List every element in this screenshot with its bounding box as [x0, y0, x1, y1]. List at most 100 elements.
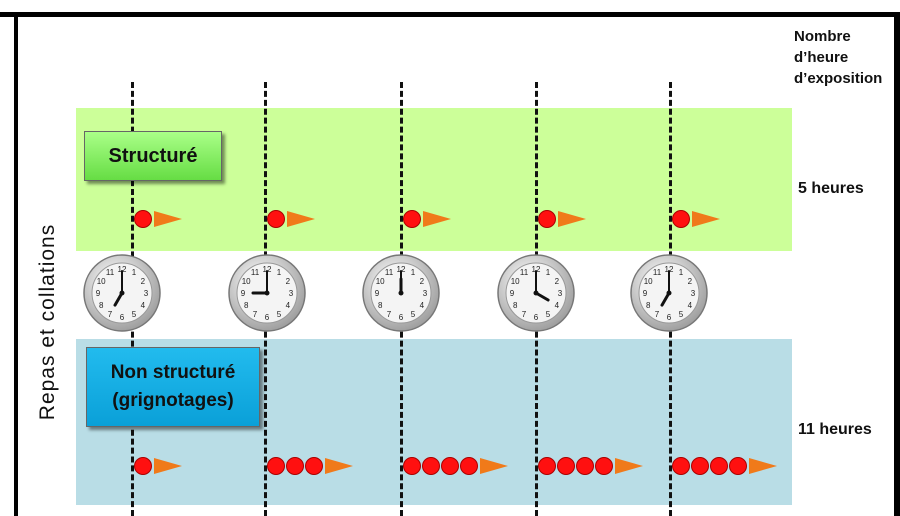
svg-text:12: 12: [118, 265, 127, 274]
svg-text:9: 9: [241, 289, 246, 298]
exposure-arrow: [325, 458, 353, 474]
meal-dot: [403, 457, 421, 475]
exposure-header: Nombre d’heure d’exposition: [794, 26, 898, 89]
meal-dot: [267, 457, 285, 475]
svg-text:10: 10: [644, 277, 653, 286]
unstructured-exposure-marker: [672, 457, 777, 475]
meal-dot: [538, 210, 556, 228]
exposure-arrow: [287, 211, 315, 227]
svg-text:4: 4: [688, 301, 693, 310]
svg-text:3: 3: [423, 289, 428, 298]
meal-dot: [403, 210, 421, 228]
exposure-arrow: [558, 211, 586, 227]
svg-text:6: 6: [667, 313, 672, 322]
svg-text:10: 10: [242, 277, 251, 286]
unstructured-exposure-marker: [403, 457, 508, 475]
svg-text:1: 1: [277, 268, 282, 277]
meal-dot: [267, 210, 285, 228]
svg-text:2: 2: [420, 277, 425, 286]
svg-text:11: 11: [251, 268, 260, 277]
svg-text:10: 10: [511, 277, 520, 286]
svg-text:2: 2: [141, 277, 146, 286]
meal-dot: [305, 457, 323, 475]
meal-dot: [422, 457, 440, 475]
svg-text:9: 9: [96, 289, 101, 298]
svg-text:12: 12: [263, 265, 272, 274]
meal-dot: [460, 457, 478, 475]
meal-dot: [672, 210, 690, 228]
meal-dot: [595, 457, 613, 475]
svg-text:4: 4: [555, 301, 560, 310]
svg-text:10: 10: [97, 277, 106, 286]
svg-text:12: 12: [397, 265, 406, 274]
unstructured-label-line: (grignotages): [112, 390, 234, 411]
svg-text:5: 5: [546, 310, 551, 319]
exposure-arrow: [749, 458, 777, 474]
exposure-arrow: [423, 211, 451, 227]
exposure-header-line: d’exposition: [794, 70, 883, 87]
svg-text:1: 1: [546, 268, 551, 277]
structured-exposure-marker: [134, 210, 182, 228]
svg-text:2: 2: [688, 277, 693, 286]
svg-text:12: 12: [665, 265, 674, 274]
unstructured-exposure-marker: [134, 457, 182, 475]
svg-text:5: 5: [679, 310, 684, 319]
unstructured-hours: 11 heures: [798, 421, 872, 438]
meal-dot: [286, 457, 304, 475]
meal-dot: [538, 457, 556, 475]
svg-text:1: 1: [411, 268, 416, 277]
exposure-arrow: [154, 211, 182, 227]
meals-axis-label: Repas et collations: [36, 223, 59, 421]
svg-text:5: 5: [132, 310, 137, 319]
svg-text:8: 8: [646, 301, 651, 310]
frame-left-border: [14, 12, 18, 516]
exposure-arrow: [692, 211, 720, 227]
svg-text:7: 7: [253, 310, 258, 319]
frame-top-border: [0, 12, 900, 17]
unstructured-label: Non structuré (grignotages): [86, 347, 260, 427]
svg-text:3: 3: [144, 289, 149, 298]
meal-dot: [672, 457, 690, 475]
svg-text:7: 7: [108, 310, 113, 319]
structured-label-text: Structuré: [108, 144, 198, 167]
svg-text:4: 4: [141, 301, 146, 310]
svg-text:6: 6: [265, 313, 270, 322]
svg-text:6: 6: [534, 313, 539, 322]
svg-text:6: 6: [399, 313, 404, 322]
unstructured-label-line: Non structuré: [110, 362, 236, 383]
meal-dot: [691, 457, 709, 475]
svg-text:11: 11: [520, 268, 529, 277]
svg-text:4: 4: [286, 301, 291, 310]
meal-dot: [134, 457, 152, 475]
structured-label: Structuré: [84, 131, 222, 181]
svg-text:2: 2: [286, 277, 291, 286]
svg-text:9: 9: [510, 289, 515, 298]
meal-dot: [576, 457, 594, 475]
structured-exposure-marker: [403, 210, 451, 228]
svg-text:11: 11: [106, 268, 115, 277]
meal-dot: [729, 457, 747, 475]
svg-text:7: 7: [655, 310, 660, 319]
svg-text:10: 10: [376, 277, 385, 286]
meal-dot: [557, 457, 575, 475]
svg-text:8: 8: [244, 301, 249, 310]
svg-text:11: 11: [653, 268, 662, 277]
svg-text:8: 8: [378, 301, 383, 310]
structured-exposure-marker: [267, 210, 315, 228]
svg-text:8: 8: [513, 301, 518, 310]
svg-text:3: 3: [289, 289, 294, 298]
unstructured-exposure-marker: [538, 457, 643, 475]
structured-hours: 5 heures: [798, 180, 864, 197]
svg-text:3: 3: [558, 289, 563, 298]
svg-text:1: 1: [679, 268, 684, 277]
svg-text:8: 8: [99, 301, 104, 310]
svg-text:7: 7: [522, 310, 527, 319]
svg-text:5: 5: [277, 310, 282, 319]
svg-text:9: 9: [643, 289, 648, 298]
svg-text:11: 11: [385, 268, 394, 277]
exposure-arrow: [615, 458, 643, 474]
